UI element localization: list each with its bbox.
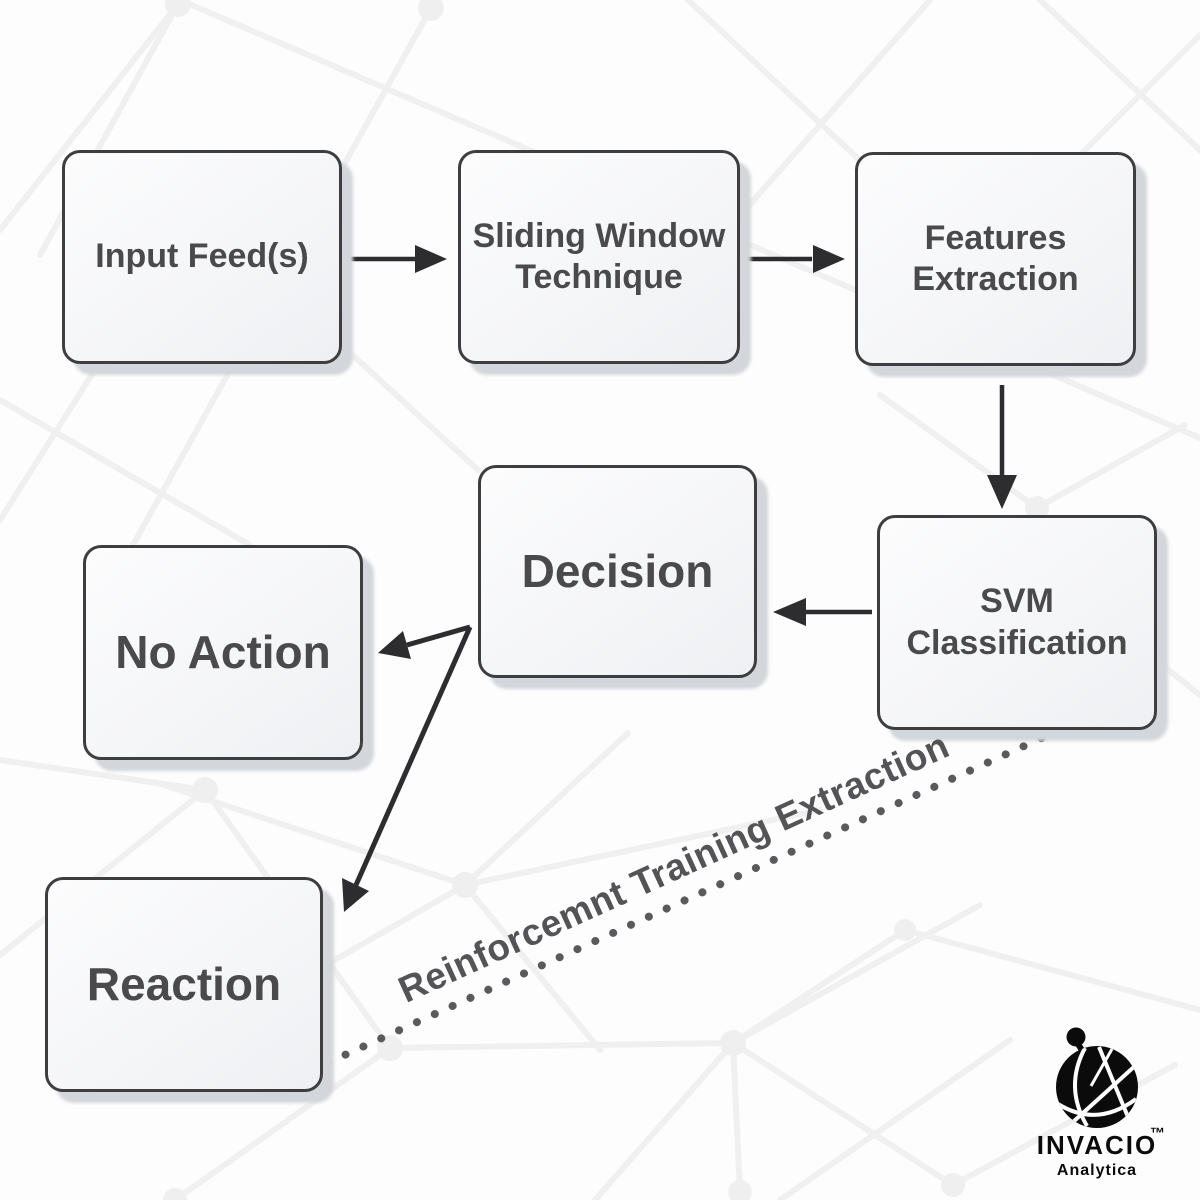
flow-node-label: Decision xyxy=(521,545,714,598)
invacio-logo: INVACIO ™ Analytica xyxy=(1037,1027,1165,1179)
flow-node-svm-classification: SVM Classification xyxy=(877,515,1157,730)
flow-node-label: No Action xyxy=(115,626,331,679)
edge-svm-to-decision xyxy=(773,598,872,626)
edge-decision-to-reaction xyxy=(342,625,473,912)
brand-name: INVACIO xyxy=(1037,1130,1157,1160)
brand-trademark: ™ xyxy=(1150,1125,1165,1142)
flow-node-label: Sliding Window Technique xyxy=(472,216,726,296)
flow-node-decision: Decision xyxy=(478,465,757,678)
edge-input-to-sliding xyxy=(350,245,447,273)
brand-subtitle: Analytica xyxy=(1057,1162,1137,1179)
flow-node-sliding-window: Sliding Window Technique xyxy=(458,150,740,364)
flow-node-label: Reaction xyxy=(86,958,282,1011)
edge-features-to-svm xyxy=(987,385,1017,509)
flow-node-label: Input Feed(s) xyxy=(95,237,309,276)
edge-decision-to-no-action xyxy=(378,624,471,659)
flow-node-input-feed: Input Feed(s) xyxy=(62,150,342,364)
flow-node-label: SVM Classification xyxy=(906,582,1128,662)
flow-node-label: Features Extraction xyxy=(912,218,1079,298)
edge-sliding-to-features xyxy=(745,245,845,273)
flow-node-features-extraction: Features Extraction xyxy=(855,152,1136,366)
globe-network-icon xyxy=(1056,1027,1138,1128)
edge-reaction-to-svm-dotted xyxy=(288,712,1094,1083)
flow-node-no-action: No Action xyxy=(83,545,363,760)
flow-node-reaction: Reaction xyxy=(45,877,323,1092)
